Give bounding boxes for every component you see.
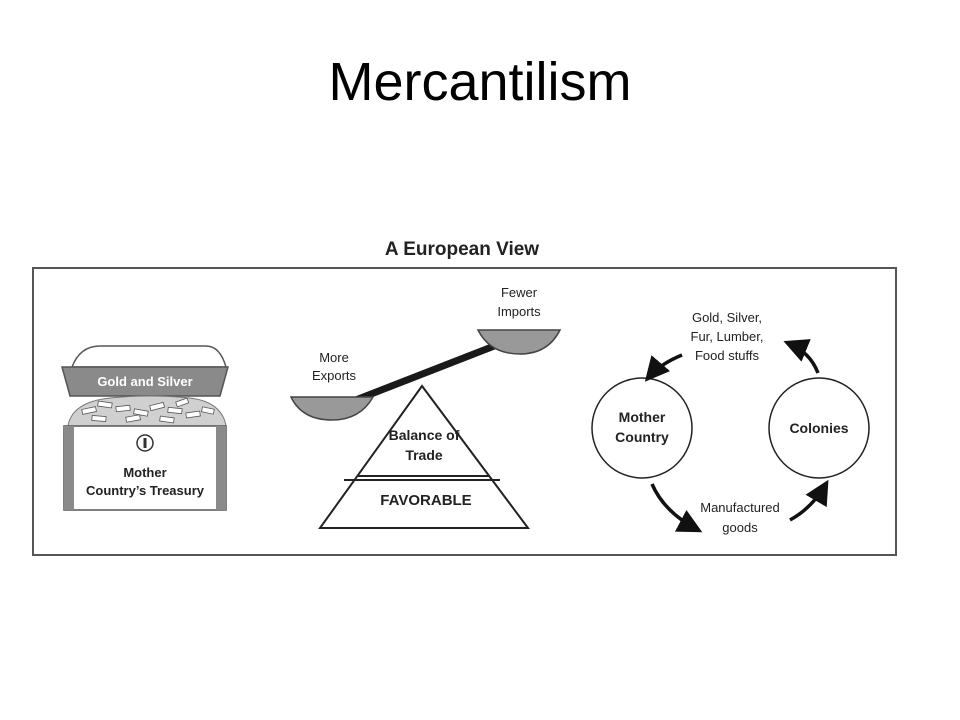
balance-of-trade-line1: Balance of	[389, 427, 460, 443]
colonies-circle	[768, 377, 870, 479]
raw-materials-arrow	[783, 339, 820, 374]
mother-country-line1: Mother	[619, 409, 666, 425]
balance-of-trade-line2: Trade	[405, 447, 443, 463]
manufactured-goods-arrow-right	[789, 479, 829, 522]
top-flow-line3: Food stuffs	[695, 348, 760, 363]
gold-silver-banner	[61, 366, 229, 397]
diagram-heading: A European View	[385, 239, 539, 260]
colonies-label: Colonies	[789, 420, 848, 436]
right-pan	[476, 329, 562, 355]
left-pan	[289, 396, 375, 421]
fewer-imports-line1: Fewer	[501, 285, 538, 300]
balance-scale: More Exports Fewer Imports Balance of Tr…	[289, 285, 562, 529]
trade-cycle: Mother Country Colonies Gold, Silver, Fu…	[591, 310, 870, 535]
treasury-label-line2: Country’s Treasury	[86, 483, 205, 498]
mother-country-circle	[591, 377, 693, 479]
gold-silver-label: Gold and Silver	[97, 374, 192, 389]
more-exports-line1: More	[319, 350, 349, 365]
chest-lid	[70, 345, 227, 368]
fewer-imports-line2: Imports	[497, 304, 541, 319]
bottom-flow-line2: goods	[722, 520, 758, 535]
treasury-chest: Gold and Silver Mother Country’s Treasur…	[61, 345, 229, 511]
bottom-flow-line1: Manufactured	[700, 500, 780, 515]
chest-right-band	[216, 426, 226, 510]
favorable-label: FAVORABLE	[380, 492, 471, 509]
manufactured-goods-arrow-left	[650, 483, 703, 533]
chest-left-band	[64, 426, 74, 510]
more-exports-line2: Exports	[312, 368, 357, 383]
pyramid	[318, 384, 530, 529]
mother-country-line2: Country	[615, 429, 669, 445]
coin-bars	[81, 397, 215, 424]
raw-materials-arrow-left	[644, 353, 683, 382]
treasury-label-line1: Mother	[123, 465, 166, 480]
top-flow-line1: Gold, Silver,	[692, 310, 762, 325]
top-flow-line2: Fur, Lumber,	[691, 329, 764, 344]
slide-title: Mercantilism	[328, 52, 632, 112]
